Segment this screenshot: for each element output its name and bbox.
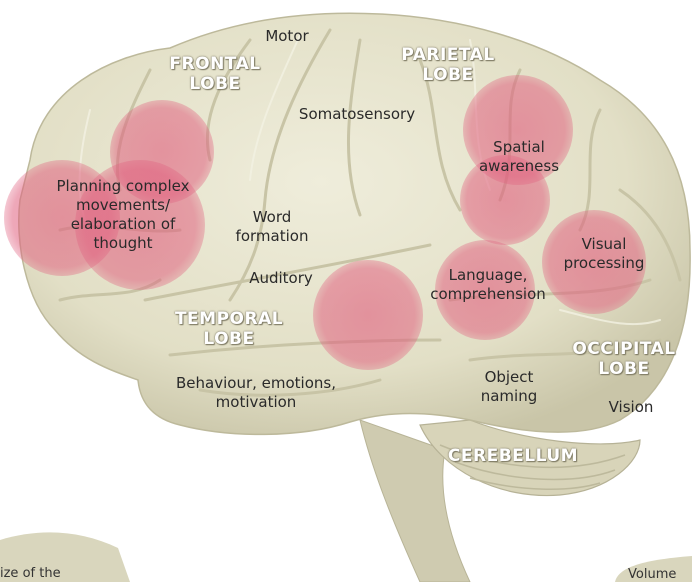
auditory-label: Auditory (236, 269, 326, 288)
behaviour-label: Behaviour, emotions,motivation (152, 374, 360, 412)
cerebellum-label: CEREBELLUM (438, 446, 588, 466)
somatosensory-label: Somatosensory (282, 105, 432, 124)
language-label: Language,comprehension (418, 266, 558, 304)
vision-label: Vision (598, 398, 664, 417)
motor-label: Motor (252, 27, 322, 46)
footer-left-text: ize of the (0, 566, 61, 581)
highlight-auditory (313, 260, 423, 370)
footer-right-text: Volume (628, 567, 676, 582)
